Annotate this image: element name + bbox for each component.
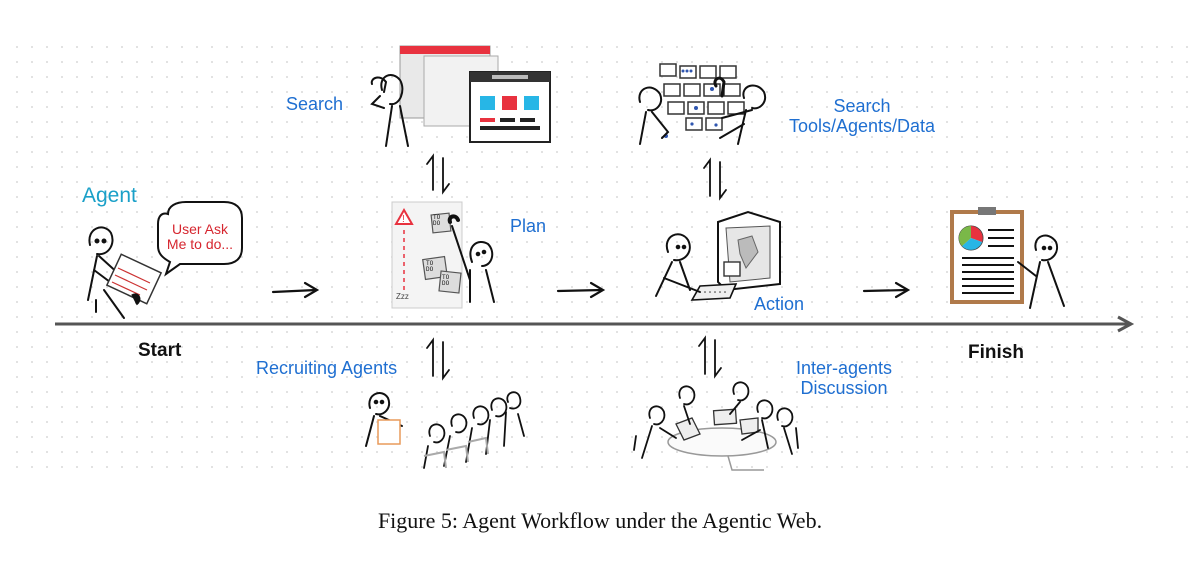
action-person-figure [655,233,701,297]
figure-caption: Figure 5: Agent Workflow under the Agent… [377,508,823,533]
recruiting-audience-figures [423,391,525,469]
finish-label: Finish [968,342,1024,363]
recruiting-agents-label: Recruiting Agents [256,358,398,378]
sleep-text: Zzz [396,292,409,301]
search-label: Search [286,94,344,114]
todo-note-3-text: TO DO [442,274,450,287]
search-tools-label: Search Tools/Agents/Data [772,96,952,136]
inter-agents-line-1: Inter-agents [795,358,893,378]
todo-note-1-text: TO DO [433,214,441,227]
bidirectional-arrow-search-plan [426,153,450,195]
search-person-figure [370,74,409,147]
todo-note-3 [438,270,462,294]
start-label: Start [138,340,182,361]
agent-figure-start [87,226,132,319]
discussion-people-figures [633,381,799,459]
timeline-axis [55,315,1135,333]
speech-bubble-text: User Ask Me to do... [166,222,234,252]
plan-label: Plan [510,216,547,236]
speech-bubble-line-1: User Ask [171,221,228,237]
bidirectional-arrow-tools-action [703,157,727,201]
speech-bubble [157,201,243,277]
tools-card-dots [664,69,718,138]
inter-agents-line-2: Discussion [800,378,888,398]
recruiting-chairs [423,436,489,469]
tools-people-figures [638,76,766,145]
clipboard-icon [105,253,163,306]
bidirectional-arrow-action-discussion [698,335,722,379]
finish-person-figure [1017,234,1065,309]
inter-agents-label: Inter-agents Discussion [774,358,914,398]
svg-text:!: ! [402,214,405,225]
agent-label: Agent [82,184,137,207]
server-machine-icon [717,210,781,292]
tools-card-grid [659,63,745,131]
flow-arrow-action-to-finish [862,281,911,299]
speech-bubble-line-2: Me to do... [166,236,234,252]
flow-arrow-start-to-plan [271,281,320,299]
todo-note-2-text: TO DO [426,260,434,273]
report-board-icon [950,207,1024,304]
action-label: Action [754,294,805,314]
bidirectional-arrow-plan-recruit [426,337,450,381]
laptop-icon [690,283,738,301]
presenter-board [377,419,401,445]
search-tools-line-2: Tools/Agents/Data [788,116,936,136]
plan-person-figure [447,214,495,303]
search-tools-line-1: Search [833,96,891,116]
flow-arrow-plan-to-action [556,281,606,299]
browser-windows-icon [399,45,551,143]
